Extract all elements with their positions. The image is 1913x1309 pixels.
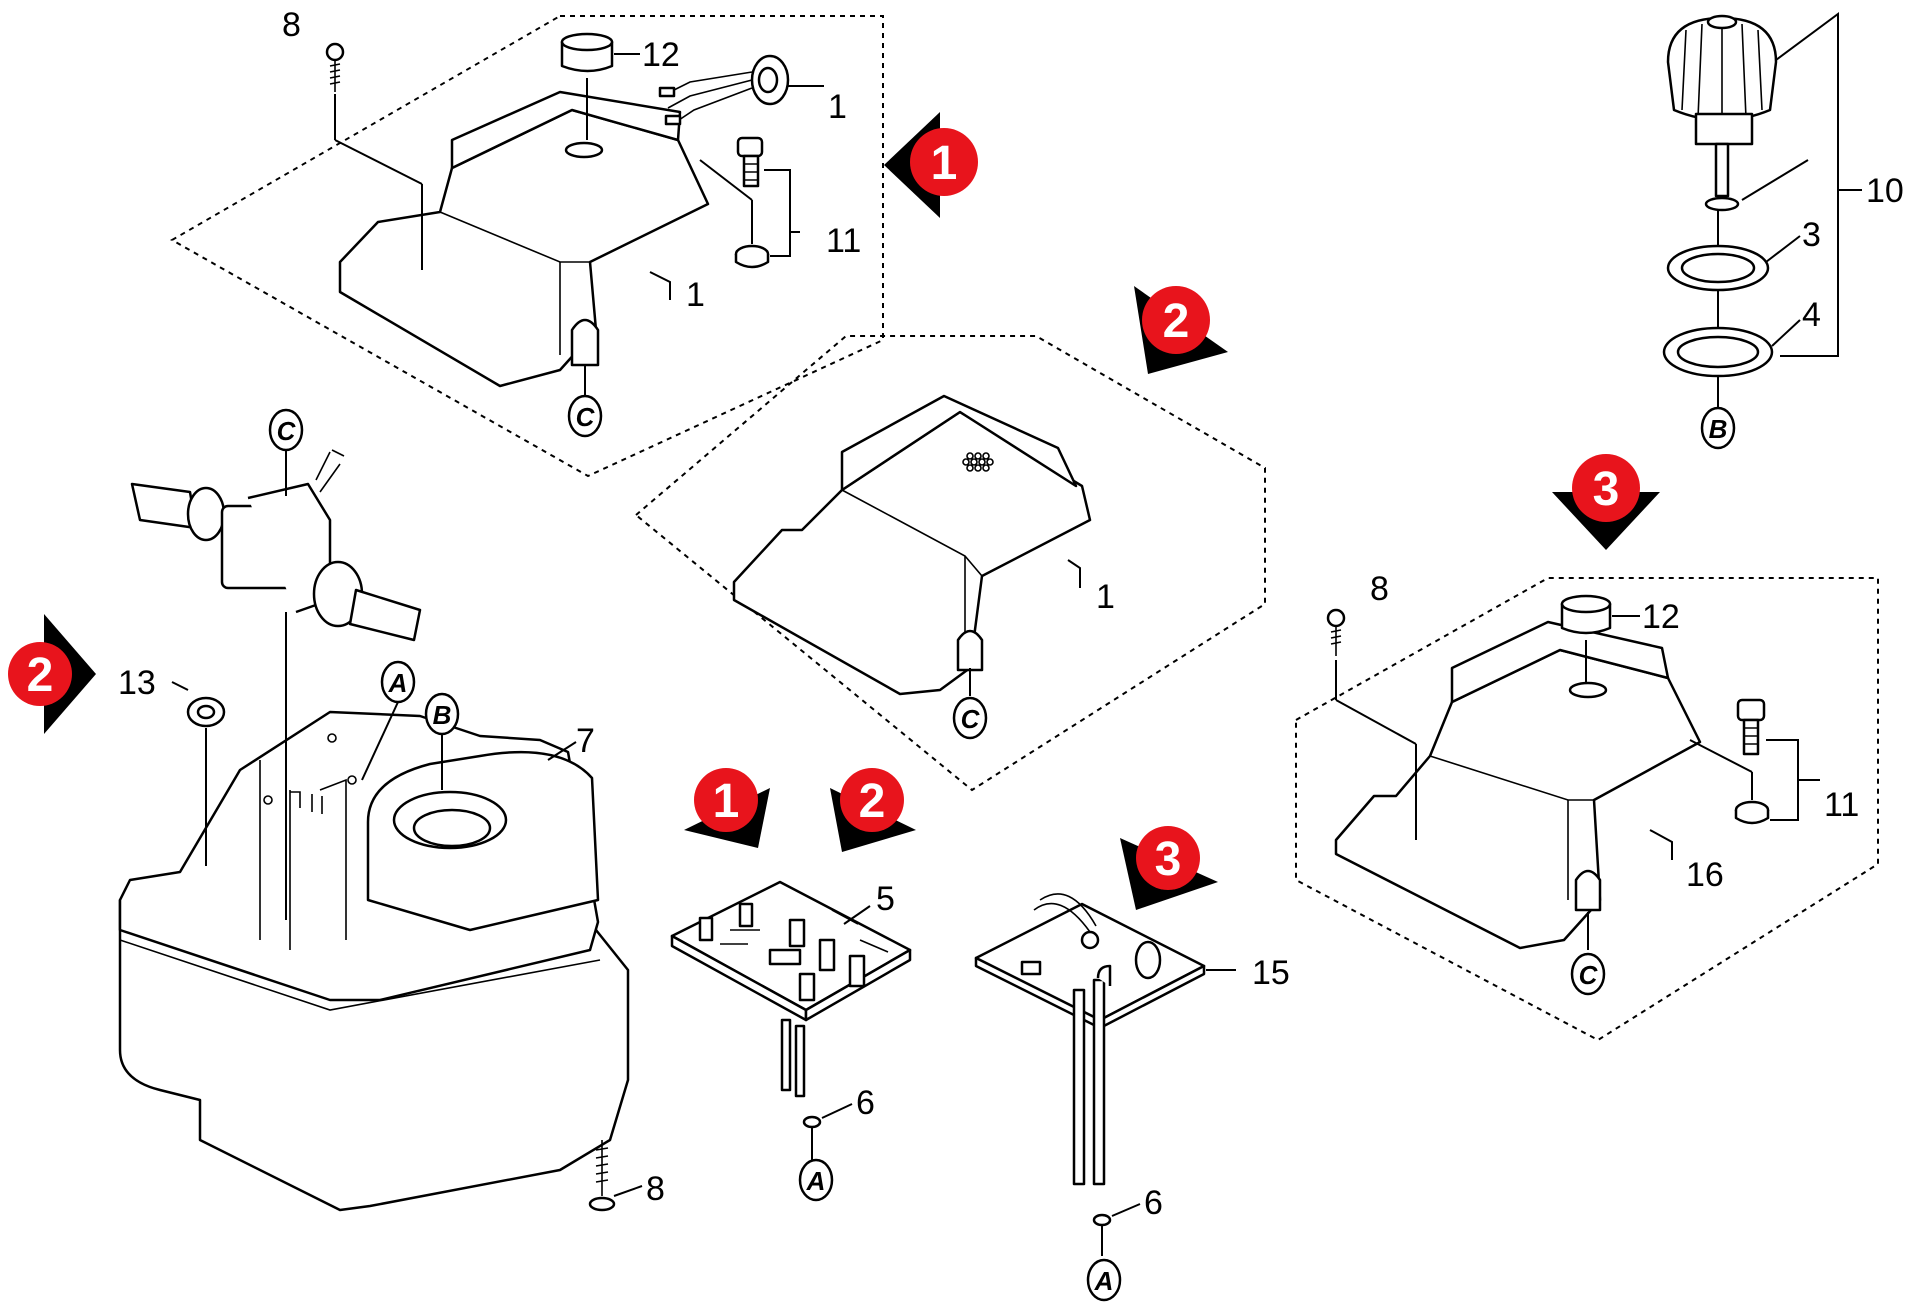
callout-5: 5 <box>876 880 895 918</box>
group-1-dashed-boundary <box>169 15 884 478</box>
callout-3: 3 <box>1802 216 1821 254</box>
svg-text:2: 2 <box>1163 295 1190 348</box>
callout-11-right: 11 <box>1824 786 1859 824</box>
ref-a-tank: A <box>388 668 408 698</box>
svg-text:3: 3 <box>1593 463 1620 516</box>
ring-4 <box>1662 326 1774 378</box>
callout-8-top: 8 <box>282 6 301 44</box>
cover-housing-1 <box>338 90 710 388</box>
callout-15: 15 <box>1252 954 1290 992</box>
grommet-13 <box>186 696 226 728</box>
nut-11 <box>734 244 770 269</box>
callout-12-top: 12 <box>642 36 680 74</box>
switch-with-wires-1 <box>658 54 790 126</box>
callout-6-board15: 6 <box>1144 1184 1163 1222</box>
knob-assembly-10 <box>1666 14 1778 212</box>
callout-10: 10 <box>1866 172 1904 210</box>
badge-3-board: 3 <box>1120 826 1218 910</box>
screw-8-bottom <box>588 1140 616 1212</box>
callout-6-board5: 6 <box>856 1084 875 1122</box>
ref-b-tank: B <box>433 700 452 730</box>
knob-cap-12 <box>560 32 614 73</box>
pump-solenoid <box>130 449 422 642</box>
ref-c-left: C <box>277 416 297 446</box>
callout-7: 7 <box>576 722 595 760</box>
screw-8-top <box>325 42 345 92</box>
ref-c-right: C <box>1579 960 1599 990</box>
ref-c-top: C <box>576 402 596 432</box>
svg-text:1: 1 <box>713 775 740 828</box>
callout-1-center: 1 <box>1096 578 1115 616</box>
svg-text:3: 3 <box>1155 833 1182 886</box>
circuit-board-5 <box>670 880 912 1098</box>
callout-4: 4 <box>1802 296 1821 334</box>
svg-text:1: 1 <box>931 137 958 190</box>
group-2-cover-assembly: 1 C <box>634 335 1266 792</box>
cover-housing-3 <box>1334 620 1702 950</box>
badge-3-right: 3 <box>1552 454 1660 550</box>
svg-text:2: 2 <box>859 775 886 828</box>
callout-1-cover: 1 <box>686 276 705 314</box>
callout-13: 13 <box>118 664 156 702</box>
group-3-cover-assembly: 12 8 11 16 C <box>1295 570 1879 1042</box>
ring-3 <box>1666 244 1770 292</box>
callout-16: 16 <box>1686 856 1724 894</box>
badge-2-board: 2 <box>830 768 916 852</box>
ref-a-board5: A <box>806 1166 826 1196</box>
ref-c-center: C <box>961 704 981 734</box>
callout-1-switch: 1 <box>828 88 847 126</box>
nut-11-right <box>1734 800 1770 825</box>
callout-11-top: 11 <box>826 222 861 260</box>
badge-1-top: 1 <box>884 112 978 218</box>
group-2-dashed-boundary <box>634 335 1266 792</box>
badge-1-board: 1 <box>684 768 770 848</box>
callout-12-right: 12 <box>1642 598 1680 636</box>
screw-8-right <box>1326 608 1346 656</box>
callout-8-right: 8 <box>1370 570 1389 608</box>
base-tank-7 <box>118 710 630 1212</box>
circuit-board-15 <box>974 893 1206 1186</box>
push-button-11-right <box>1736 698 1766 756</box>
ref-a-board15: A <box>1094 1266 1114 1296</box>
push-button-11 <box>736 136 764 188</box>
group-1-cover-assembly: 12 8 1 11 <box>169 6 884 478</box>
vent-grille <box>962 452 994 472</box>
svg-text:2: 2 <box>27 649 54 702</box>
knob-cap-12-right <box>1560 594 1612 635</box>
badge-2-left: 2 <box>8 614 96 734</box>
cover-housing-2 <box>732 394 1092 696</box>
badge-2-right: 2 <box>1134 286 1228 374</box>
ref-b-right: B <box>1709 414 1728 444</box>
callout-8-bottom: 8 <box>646 1170 665 1208</box>
